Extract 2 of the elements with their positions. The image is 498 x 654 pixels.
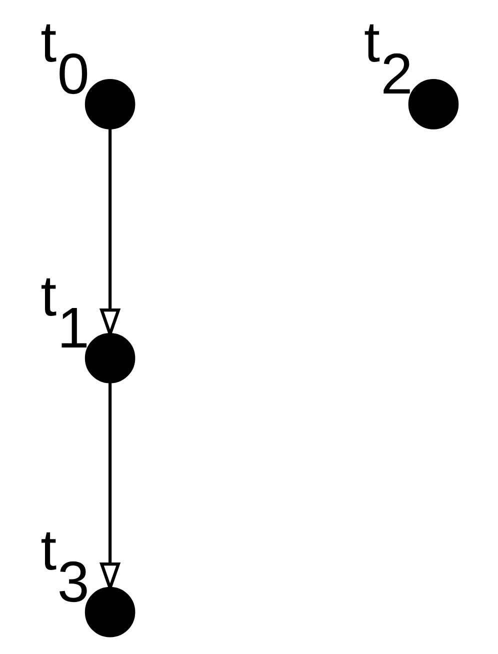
node-circle [84,332,136,384]
node-circle [408,79,459,130]
